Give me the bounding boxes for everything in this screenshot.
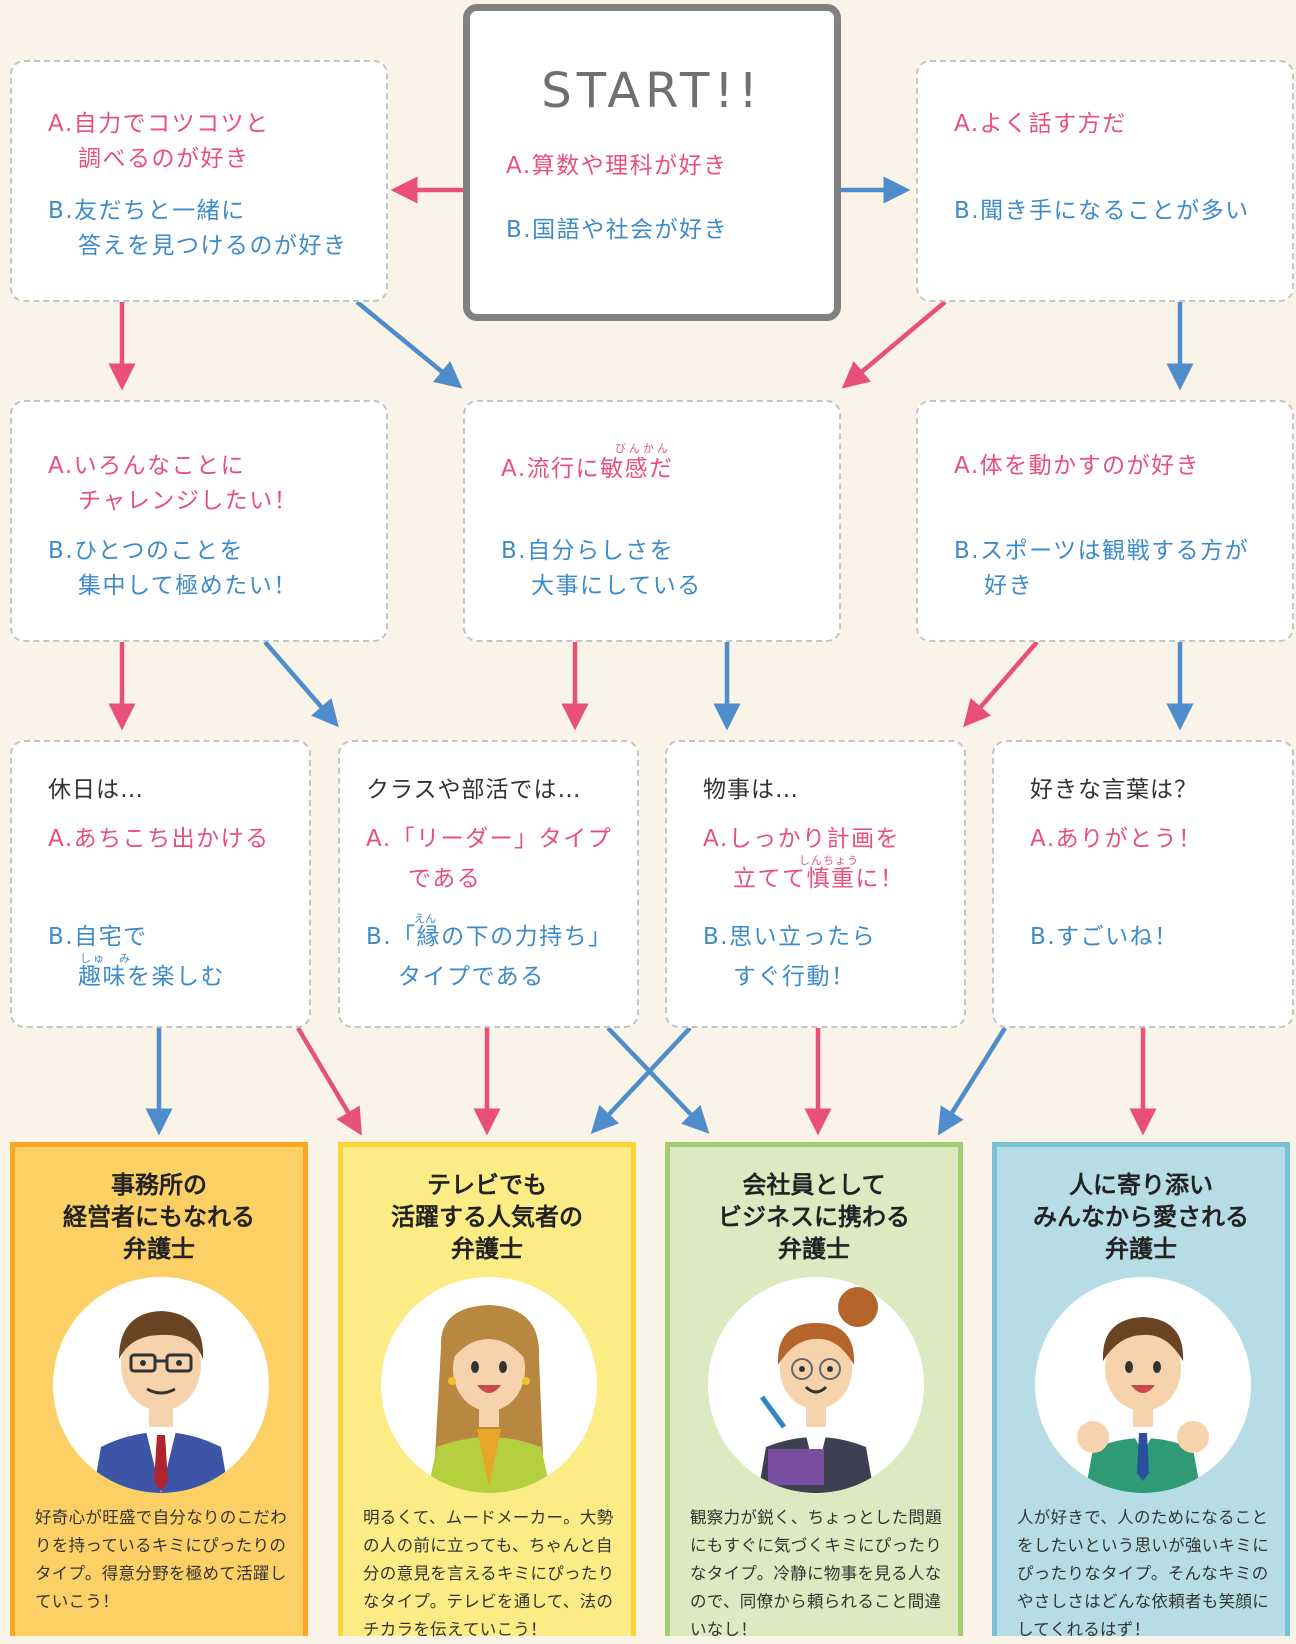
title-line: 弁護士 xyxy=(1105,1235,1177,1263)
title-line: 事務所の xyxy=(111,1171,207,1199)
lawyer-illustration-woman-business xyxy=(708,1277,924,1493)
option-b-line2: 好き xyxy=(984,573,1033,599)
option-b-line1: B.自分らしさを xyxy=(501,538,675,564)
option-a-line2: である xyxy=(408,866,482,892)
question-box-words: 好きな言葉は？ A.ありがとう！ B.すごいね！ xyxy=(992,740,1294,1028)
option-a: A.体を動かすのが好き xyxy=(954,453,1201,479)
start-title: START!! xyxy=(541,63,763,119)
arrow-tl-b xyxy=(355,300,463,389)
ruby-en: えん xyxy=(414,912,436,925)
result-title: 事務所の 経営者にもなれる 弁護士 xyxy=(15,1169,303,1265)
arrow-tr-a xyxy=(841,300,947,389)
lawyer-illustration-man-suit xyxy=(53,1277,269,1493)
question-lead: クラスや部活では… xyxy=(366,777,582,803)
result-description: 明るくて、ムードメーカー。大勢の人の前に立っても、ちゃんと自分の意見を言えるキミ… xyxy=(363,1508,615,1639)
arrow-q4-b xyxy=(937,1026,1007,1136)
question-lead: 物事は… xyxy=(703,777,799,803)
question-lead: 休日は… xyxy=(48,777,144,803)
title-line: 人に寄り添い xyxy=(1069,1171,1213,1199)
result-card-in-house: 会社員として ビジネスに携わる 弁護士 観察力が鋭く、ちょっとした問題にもすぐに… xyxy=(665,1142,963,1639)
result-card-tv-celebrity: テレビでも 活躍する人気者の 弁護士 明るくて、ムードメーカー。大勢の人の前に立… xyxy=(338,1142,636,1639)
title-line: 弁護士 xyxy=(778,1235,850,1263)
question-box-top-left: A.自力でコツコツと 調べるのが好き B.友だちと一緒に 答えを見つけるのが好き xyxy=(10,60,388,302)
start-box: START!! A.算数や理科が好き B.国語や社会が好き xyxy=(463,4,841,321)
question-box-mid-right: A.体を動かすのが好き B.スポーツは観戦する方が 好き xyxy=(916,400,1294,642)
arrow-q1-a xyxy=(296,1026,362,1136)
start-option-a: A.算数や理科が好き xyxy=(506,153,728,179)
option-b-line2: タイプである xyxy=(398,964,545,990)
option-b-line2: 大事にしている xyxy=(531,573,702,599)
question-lead: 好きな言葉は？ xyxy=(1030,777,1198,803)
option-a-line1: A.自力でコツコツと xyxy=(48,111,270,137)
result-description: 人が好きで、人のためになることをしたいという思いが強いキミにぴったりなタイプ。そ… xyxy=(1017,1508,1269,1639)
option-b-line1: B.思い立ったら xyxy=(703,924,877,950)
option-b-line1: B.ひとつのことを xyxy=(48,538,244,564)
lawyer-illustration-man-vest xyxy=(1035,1277,1251,1493)
question-box-club: クラスや部活では… A.「リーダー」タイプ である えん B.「縁の下の力持ち」… xyxy=(338,740,639,1028)
question-box-top-right: A.よく話す方だ B.聞き手になることが多い xyxy=(916,60,1294,302)
option-a: A.よく話す方だ xyxy=(954,111,1127,137)
option-a-line1: A.いろんなことに xyxy=(48,453,246,479)
result-title: 会社員として ビジネスに携わる 弁護士 xyxy=(670,1169,958,1265)
option-b-line1: B.「縁の下の力持ち」 xyxy=(366,924,613,950)
result-description: 好奇心が旺盛で自分なりのこだわりを持っているキミにぴったりのタイプ。得意分野を極… xyxy=(35,1508,287,1611)
arrow-ml-b xyxy=(263,640,339,728)
option-a-line1: A.「リーダー」タイプ xyxy=(366,826,613,852)
option-a: A.流行に敏感だ xyxy=(501,456,674,482)
start-option-b: B.国語や社会が好き xyxy=(506,217,729,243)
title-line: 活躍する人気者の xyxy=(391,1203,583,1231)
option-b-line2: 集中して極めたい！ xyxy=(78,573,298,599)
option-a: A.ありがとう！ xyxy=(1030,826,1203,852)
question-box-mid-left: A.いろんなことに チャレンジしたい！ B.ひとつのことを 集中して極めたい！ xyxy=(10,400,388,642)
option-b-line2: 趣味を楽しむ xyxy=(78,964,225,990)
question-box-holiday: 休日は… A.あちこち出かける B.自宅で しゅ み 趣味を楽しむ xyxy=(10,740,311,1028)
option-b-line1: B.スポーツは観戦する方が xyxy=(954,538,1250,564)
ruby-binkan: びんかん xyxy=(615,442,671,455)
option-b-line1: B.自宅で xyxy=(48,924,148,950)
option-a-line2: 立てて慎重に！ xyxy=(733,866,905,892)
arrow-q2-b xyxy=(606,1026,710,1134)
result-card-office-owner: 事務所の 経営者にもなれる 弁護士 好奇心が旺盛で自分なりのこだわりを持っている… xyxy=(10,1142,308,1636)
question-box-planning: 物事は… A.しっかり計画を しんちょう 立てて慎重に！ B.思い立ったら すぐ… xyxy=(665,740,966,1028)
option-b-line1: B.友だちと一緒に xyxy=(48,198,246,224)
option-b-line2: 答えを見つけるのが好き xyxy=(78,233,348,259)
option-a-line2: 調べるのが好き xyxy=(78,146,250,172)
ruby-shincho: しんちょう xyxy=(799,854,859,867)
result-title: テレビでも 活躍する人気者の 弁護士 xyxy=(343,1169,631,1265)
option-b: B.すごいね！ xyxy=(1030,924,1179,950)
option-b-line2: すぐ行動！ xyxy=(733,964,856,990)
option-b: B.聞き手になることが多い xyxy=(954,198,1250,224)
title-line: ビジネスに携わる xyxy=(718,1203,910,1231)
arrow-q3-b xyxy=(590,1026,692,1134)
result-title: 人に寄り添い みんなから愛される 弁護士 xyxy=(997,1169,1285,1265)
title-line: 経営者にもなれる xyxy=(63,1203,255,1231)
result-card-client-friendly: 人に寄り添い みんなから愛される 弁護士 人が好きで、人のためになることをしたい… xyxy=(992,1142,1290,1639)
question-box-mid-center: びんかん A.流行に敏感だ B.自分らしさを 大事にしている xyxy=(463,400,841,642)
title-line: テレビでも xyxy=(427,1171,547,1199)
lawyer-illustration-woman-tv xyxy=(381,1277,597,1493)
arrow-mr-a xyxy=(963,640,1039,728)
option-a: A.あちこち出かける xyxy=(48,826,270,852)
option-a-line1: A.しっかり計画を xyxy=(703,826,901,852)
result-description: 観察力が鋭く、ちょっとした問題にもすぐに気づくキミにぴったりなタイプ。冷静に物事… xyxy=(690,1508,942,1639)
title-line: 弁護士 xyxy=(123,1235,195,1263)
option-a-line2: チャレンジしたい！ xyxy=(78,488,299,514)
title-line: みんなから愛される xyxy=(1033,1203,1249,1231)
title-line: 会社員として xyxy=(742,1171,886,1199)
ruby-shumi: しゅ み xyxy=(80,952,132,965)
title-line: 弁護士 xyxy=(451,1235,523,1263)
